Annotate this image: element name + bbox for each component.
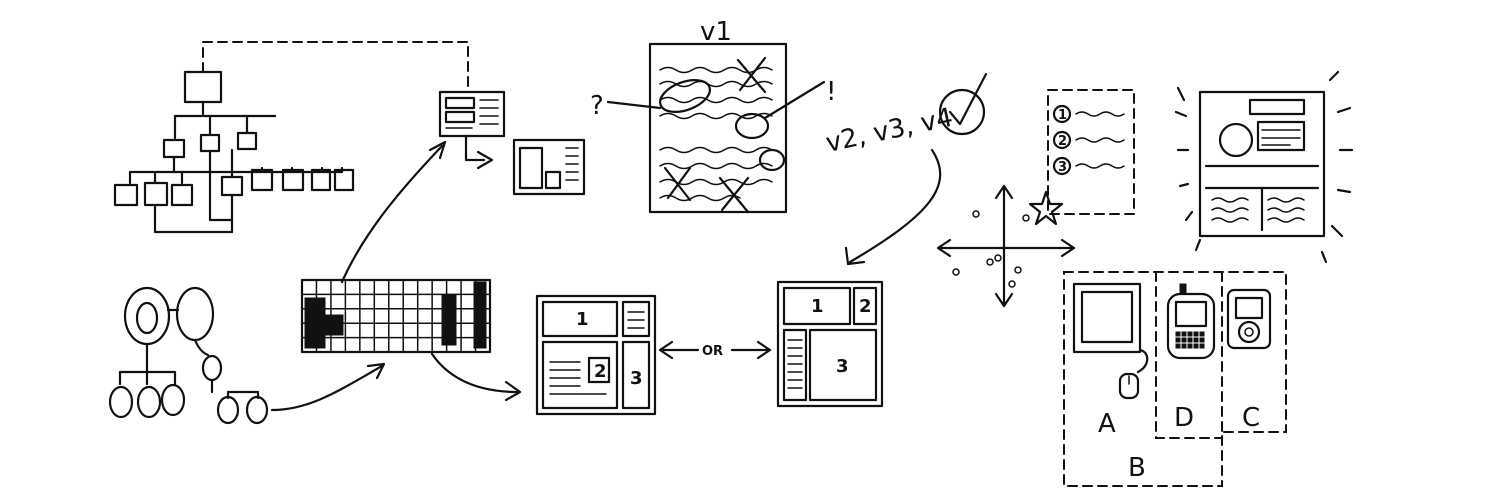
- arrow-versions-to-layout-b: [848, 148, 942, 264]
- later-versions-label: v2, v3, v4: [823, 103, 955, 159]
- smartphone-device: [1166, 283, 1216, 360]
- layout-a-block-2: 2: [594, 361, 607, 382]
- device-groups: A D C B: [1063, 271, 1287, 487]
- small-wireframe-top: [438, 90, 506, 170]
- arrow-grid-to-wireframe: [340, 144, 444, 284]
- persona-relationship-graph: [108, 286, 386, 425]
- layout-b-block-1: 1: [811, 296, 824, 317]
- positioning-map: [936, 184, 1076, 308]
- list-number-3: 3: [1058, 160, 1067, 175]
- device-group-label-d: D: [1174, 403, 1194, 433]
- document-v1: v1 ? !: [590, 17, 836, 214]
- layout-option-b: 1 2 3: [776, 280, 884, 408]
- music-player-device: [1226, 288, 1272, 350]
- arrow-head: [504, 380, 522, 402]
- list-number-1: 1: [1058, 108, 1067, 123]
- arrow-head: [428, 140, 447, 160]
- data-grid: [300, 278, 492, 354]
- document-version-label: v1: [700, 17, 732, 47]
- layout-option-a: 1 2 3: [535, 294, 657, 416]
- or-label: OR: [702, 344, 723, 359]
- star-icon: [1028, 190, 1064, 226]
- small-wireframe-bottom: [512, 138, 586, 196]
- or-comparison: OR: [658, 340, 772, 360]
- arrow-grid-to-layout-a: [430, 352, 520, 394]
- highlighted-page: [1174, 70, 1354, 264]
- layout-a-block-3: 3: [630, 368, 643, 389]
- layout-b-block-3: 3: [836, 356, 849, 377]
- layout-a-block-1: 1: [576, 309, 589, 330]
- device-group-label-a: A: [1098, 409, 1116, 439]
- layout-b-block-2: 2: [859, 296, 872, 317]
- device-group-label-c: C: [1242, 403, 1260, 433]
- approval-note: v2, v3, v4: [823, 72, 988, 266]
- sitemap-tree: [113, 41, 469, 234]
- list-number-2: 2: [1058, 134, 1067, 149]
- numbered-list-card: 1 2 3: [1047, 89, 1135, 215]
- exclamation-annotation: !: [826, 77, 836, 107]
- checkmark-icon: [948, 72, 988, 126]
- question-mark-annotation: ?: [590, 91, 604, 121]
- desktop-monitor: [1072, 282, 1149, 400]
- device-group-label-b: B: [1128, 453, 1146, 483]
